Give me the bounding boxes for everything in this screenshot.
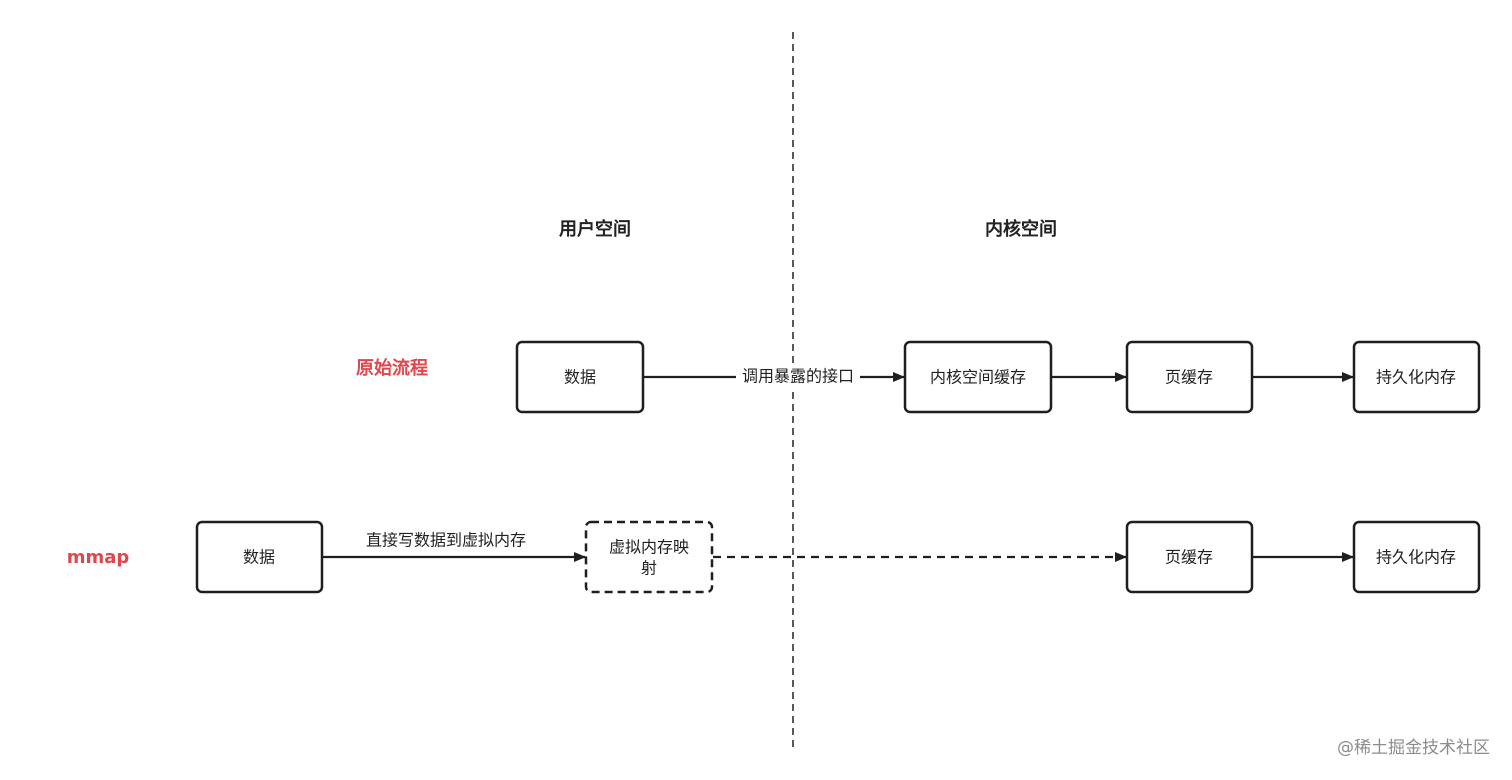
node-original-data[interactable]: 数据 bbox=[515, 340, 645, 414]
node-original-persistent[interactable]: 持久化内存 bbox=[1352, 340, 1481, 414]
node-virtual-mapping-label-line2: 射 bbox=[641, 559, 657, 578]
node-mmap-persistent[interactable]: 持久化内存 bbox=[1352, 520, 1481, 594]
node-virtual-mapping[interactable]: 虚拟内存映 射 bbox=[584, 520, 714, 594]
node-mmap-page-cache-label: 页缓存 bbox=[1165, 548, 1213, 567]
watermark-text: @稀土掘金技术社区 bbox=[1337, 738, 1490, 758]
edge-label-write-virtual: 直接写数据到虚拟内存 bbox=[366, 531, 526, 550]
original-flow-title: 原始流程 bbox=[356, 357, 428, 379]
node-original-page-cache[interactable]: 页缓存 bbox=[1125, 340, 1254, 414]
kernel-space-title: 内核空间 bbox=[985, 218, 1057, 240]
edge-label-call-interface: 调用暴露的接口 bbox=[742, 367, 854, 386]
node-mmap-data[interactable]: 数据 bbox=[195, 520, 324, 594]
mmap-flow-title: mmap bbox=[67, 547, 130, 568]
node-mmap-data-label: 数据 bbox=[243, 548, 275, 567]
node-virtual-mapping-label-line1: 虚拟内存映 bbox=[609, 538, 689, 557]
node-original-data-label: 数据 bbox=[564, 368, 596, 387]
user-space-title: 用户空间 bbox=[559, 218, 631, 240]
node-mmap-persistent-label: 持久化内存 bbox=[1376, 548, 1456, 567]
node-original-page-cache-label: 页缓存 bbox=[1165, 368, 1213, 387]
node-kernel-buffer[interactable]: 内核空间缓存 bbox=[903, 340, 1053, 414]
node-kernel-buffer-label: 内核空间缓存 bbox=[930, 368, 1026, 387]
node-original-persistent-label: 持久化内存 bbox=[1376, 368, 1456, 387]
node-mmap-page-cache[interactable]: 页缓存 bbox=[1125, 520, 1254, 594]
edge-label-background bbox=[736, 366, 860, 388]
